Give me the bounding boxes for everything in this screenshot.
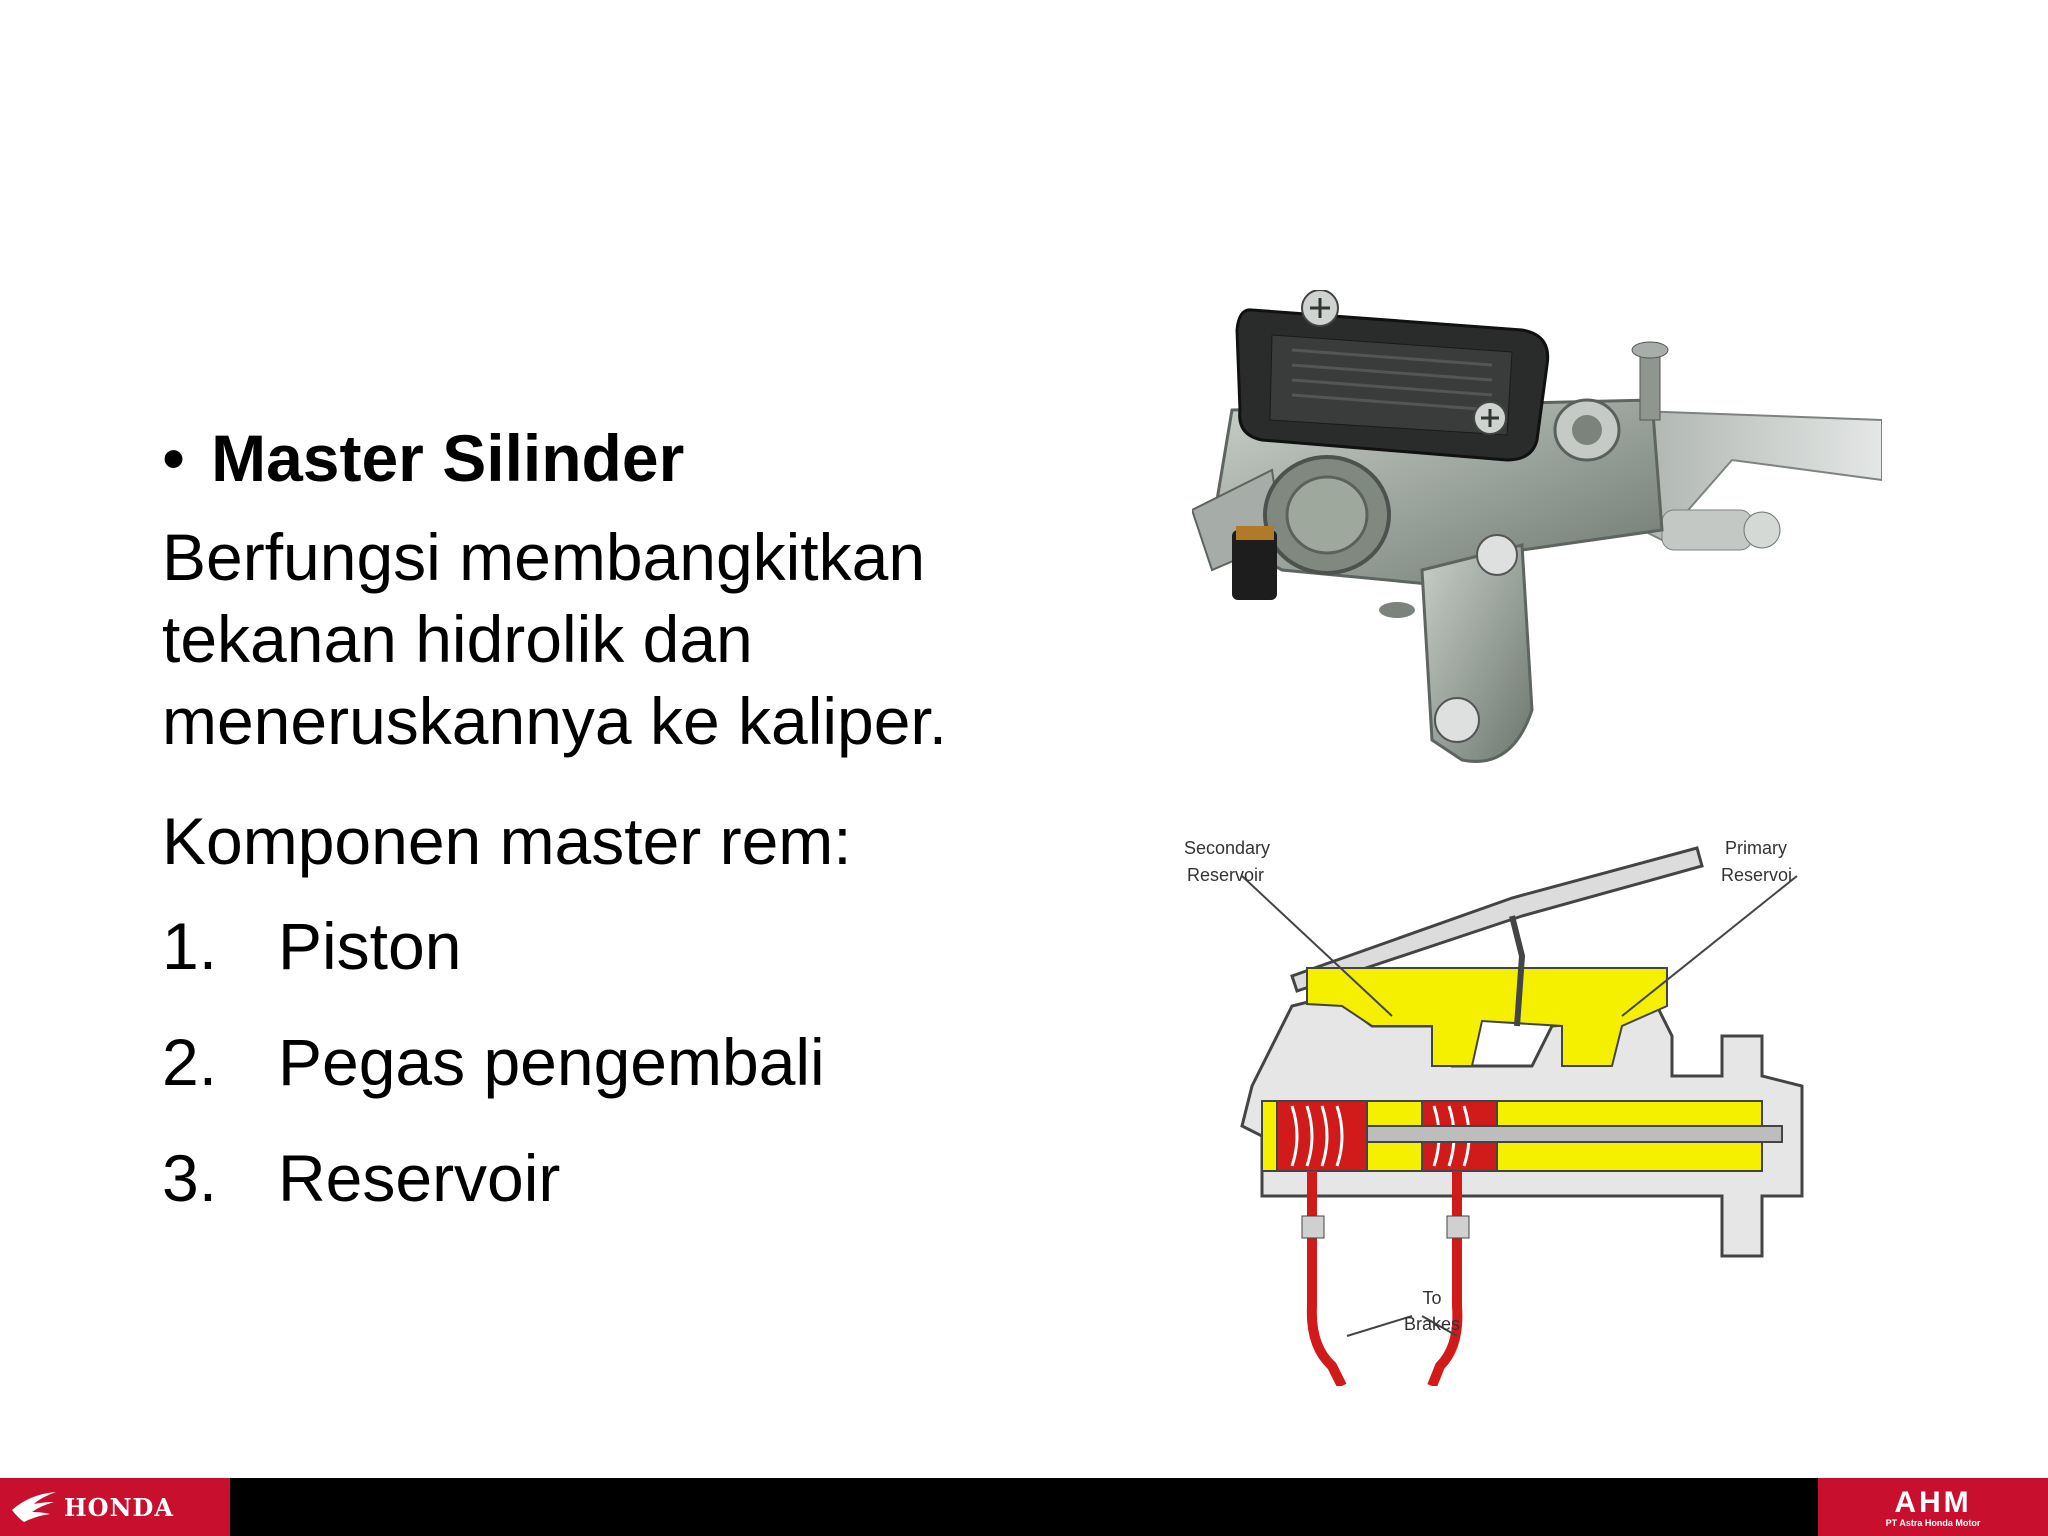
components-list: 1. Piston 2. Pegas pengembali 3. Reservo… [162,906,1062,1218]
label-primary-reservoir-line2: Reservoi [1721,865,1792,885]
list-label: Reservoir [278,1141,561,1215]
paragraph-line-1: Berfungsi membangkitkan [162,520,926,594]
honda-wing-icon [12,1492,56,1522]
list-item: 2. Pegas pengembali [162,1022,1062,1102]
label-to-brakes-line2: Brakes [1404,1314,1460,1334]
footer-bar: HONDA AHM PT Astra Honda Motor [0,1478,2048,1536]
list-number: 3. [162,1141,218,1215]
text-block: • Master Silinder Berfungsi membangkitka… [162,418,1062,1254]
honda-wordmark: HONDA [64,1492,174,1522]
master-cylinder-diagram: Secondary Reservoir Primary Reservoi To … [1184,838,1804,1386]
label-primary-reservoir-line1: Primary [1725,838,1787,858]
list-label: Pegas pengembali [278,1025,825,1099]
heading-text: Master Silinder [211,421,685,495]
paragraph-line-2: tekanan hidrolik dan [162,602,753,676]
list-number: 2. [162,1025,218,1099]
master-cylinder-photo [1192,290,1882,763]
components-intro: Komponen master rem: [162,804,852,878]
list-number: 1. [162,909,218,983]
slide-heading: • Master Silinder [162,418,1062,498]
list-item: 1. Piston [162,906,1062,986]
list-label: Piston [278,909,462,983]
label-secondary-reservoir-line2: Reservoir [1187,865,1264,885]
paragraph-line-3: meneruskannya ke kaliper. [162,684,948,758]
honda-logo: HONDA [0,1478,230,1536]
ahm-wordmark: AHM [1894,1486,1972,1519]
function-paragraph: Berfungsi membangkitkan tekanan hidrolik… [162,516,1062,762]
bullet-mark: • [162,421,186,495]
label-to-brakes-line1: To [1422,1288,1441,1308]
list-item: 3. Reservoir [162,1138,1062,1218]
label-secondary-reservoir-line1: Secondary [1184,838,1270,858]
ahm-logo: AHM PT Astra Honda Motor [1818,1478,2048,1536]
ahm-tagline: PT Astra Honda Motor [1885,1518,1981,1528]
